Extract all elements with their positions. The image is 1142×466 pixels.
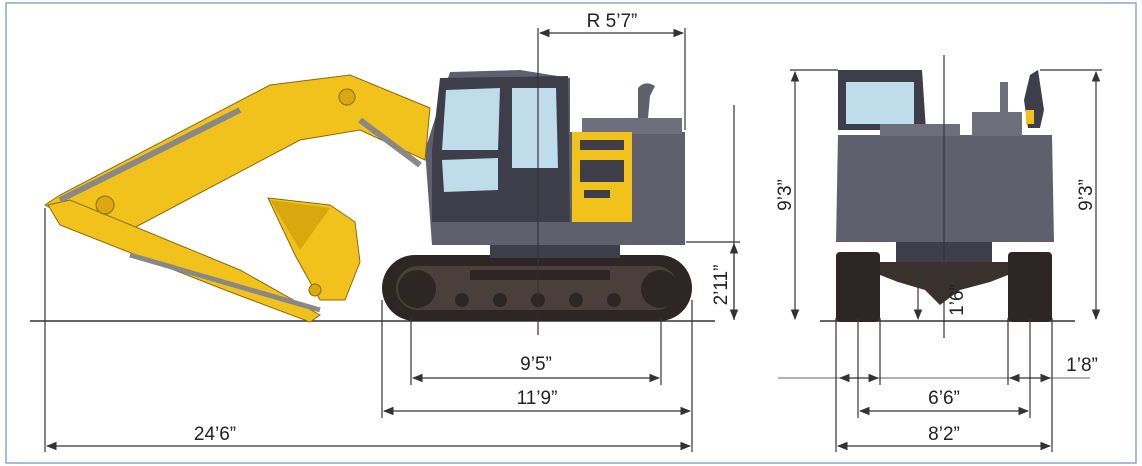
dim-track-length: 11’9” <box>517 388 558 409</box>
dim-tumbler-distance: 9’5” <box>520 354 552 375</box>
rear-exhaust <box>1000 82 1008 116</box>
rear-right-track <box>1008 252 1052 322</box>
dim-tail-radius: R 5’7” <box>587 11 638 32</box>
rear-counterweight <box>836 135 1054 242</box>
dim-shoe-width: 1’8” <box>1066 355 1098 376</box>
swing-bearing <box>490 244 620 258</box>
arm-cylinder <box>58 107 242 203</box>
dim-overall-width: 8’2” <box>928 424 960 445</box>
dim-min-ground-clearance: 1’6” <box>947 284 968 316</box>
side-track <box>382 255 692 321</box>
side-dimension-lines <box>44 28 740 452</box>
arm-pin <box>95 195 115 215</box>
dim-overall-height: 9’3” <box>1076 179 1097 211</box>
engine-hood <box>582 118 682 134</box>
rear-dimension-lines <box>778 55 1102 452</box>
dim-ground-clearance: 2’11” <box>711 265 732 306</box>
exhaust-pipe <box>638 83 655 118</box>
bucket-cylinder <box>129 252 321 313</box>
rear-left-track <box>836 252 880 322</box>
side-view-excavator <box>44 70 692 323</box>
operator-cab <box>432 76 570 222</box>
bucket-pin <box>308 283 322 297</box>
dim-overall-length: 24’6” <box>194 424 236 445</box>
rear-window <box>846 82 914 124</box>
dim-track-gauge: 6’6” <box>928 388 960 409</box>
rear-view-excavator <box>836 70 1054 322</box>
dim-cab-height: 9’3” <box>775 179 796 211</box>
boom-pin <box>338 88 356 106</box>
boom-cylinder <box>358 117 422 168</box>
